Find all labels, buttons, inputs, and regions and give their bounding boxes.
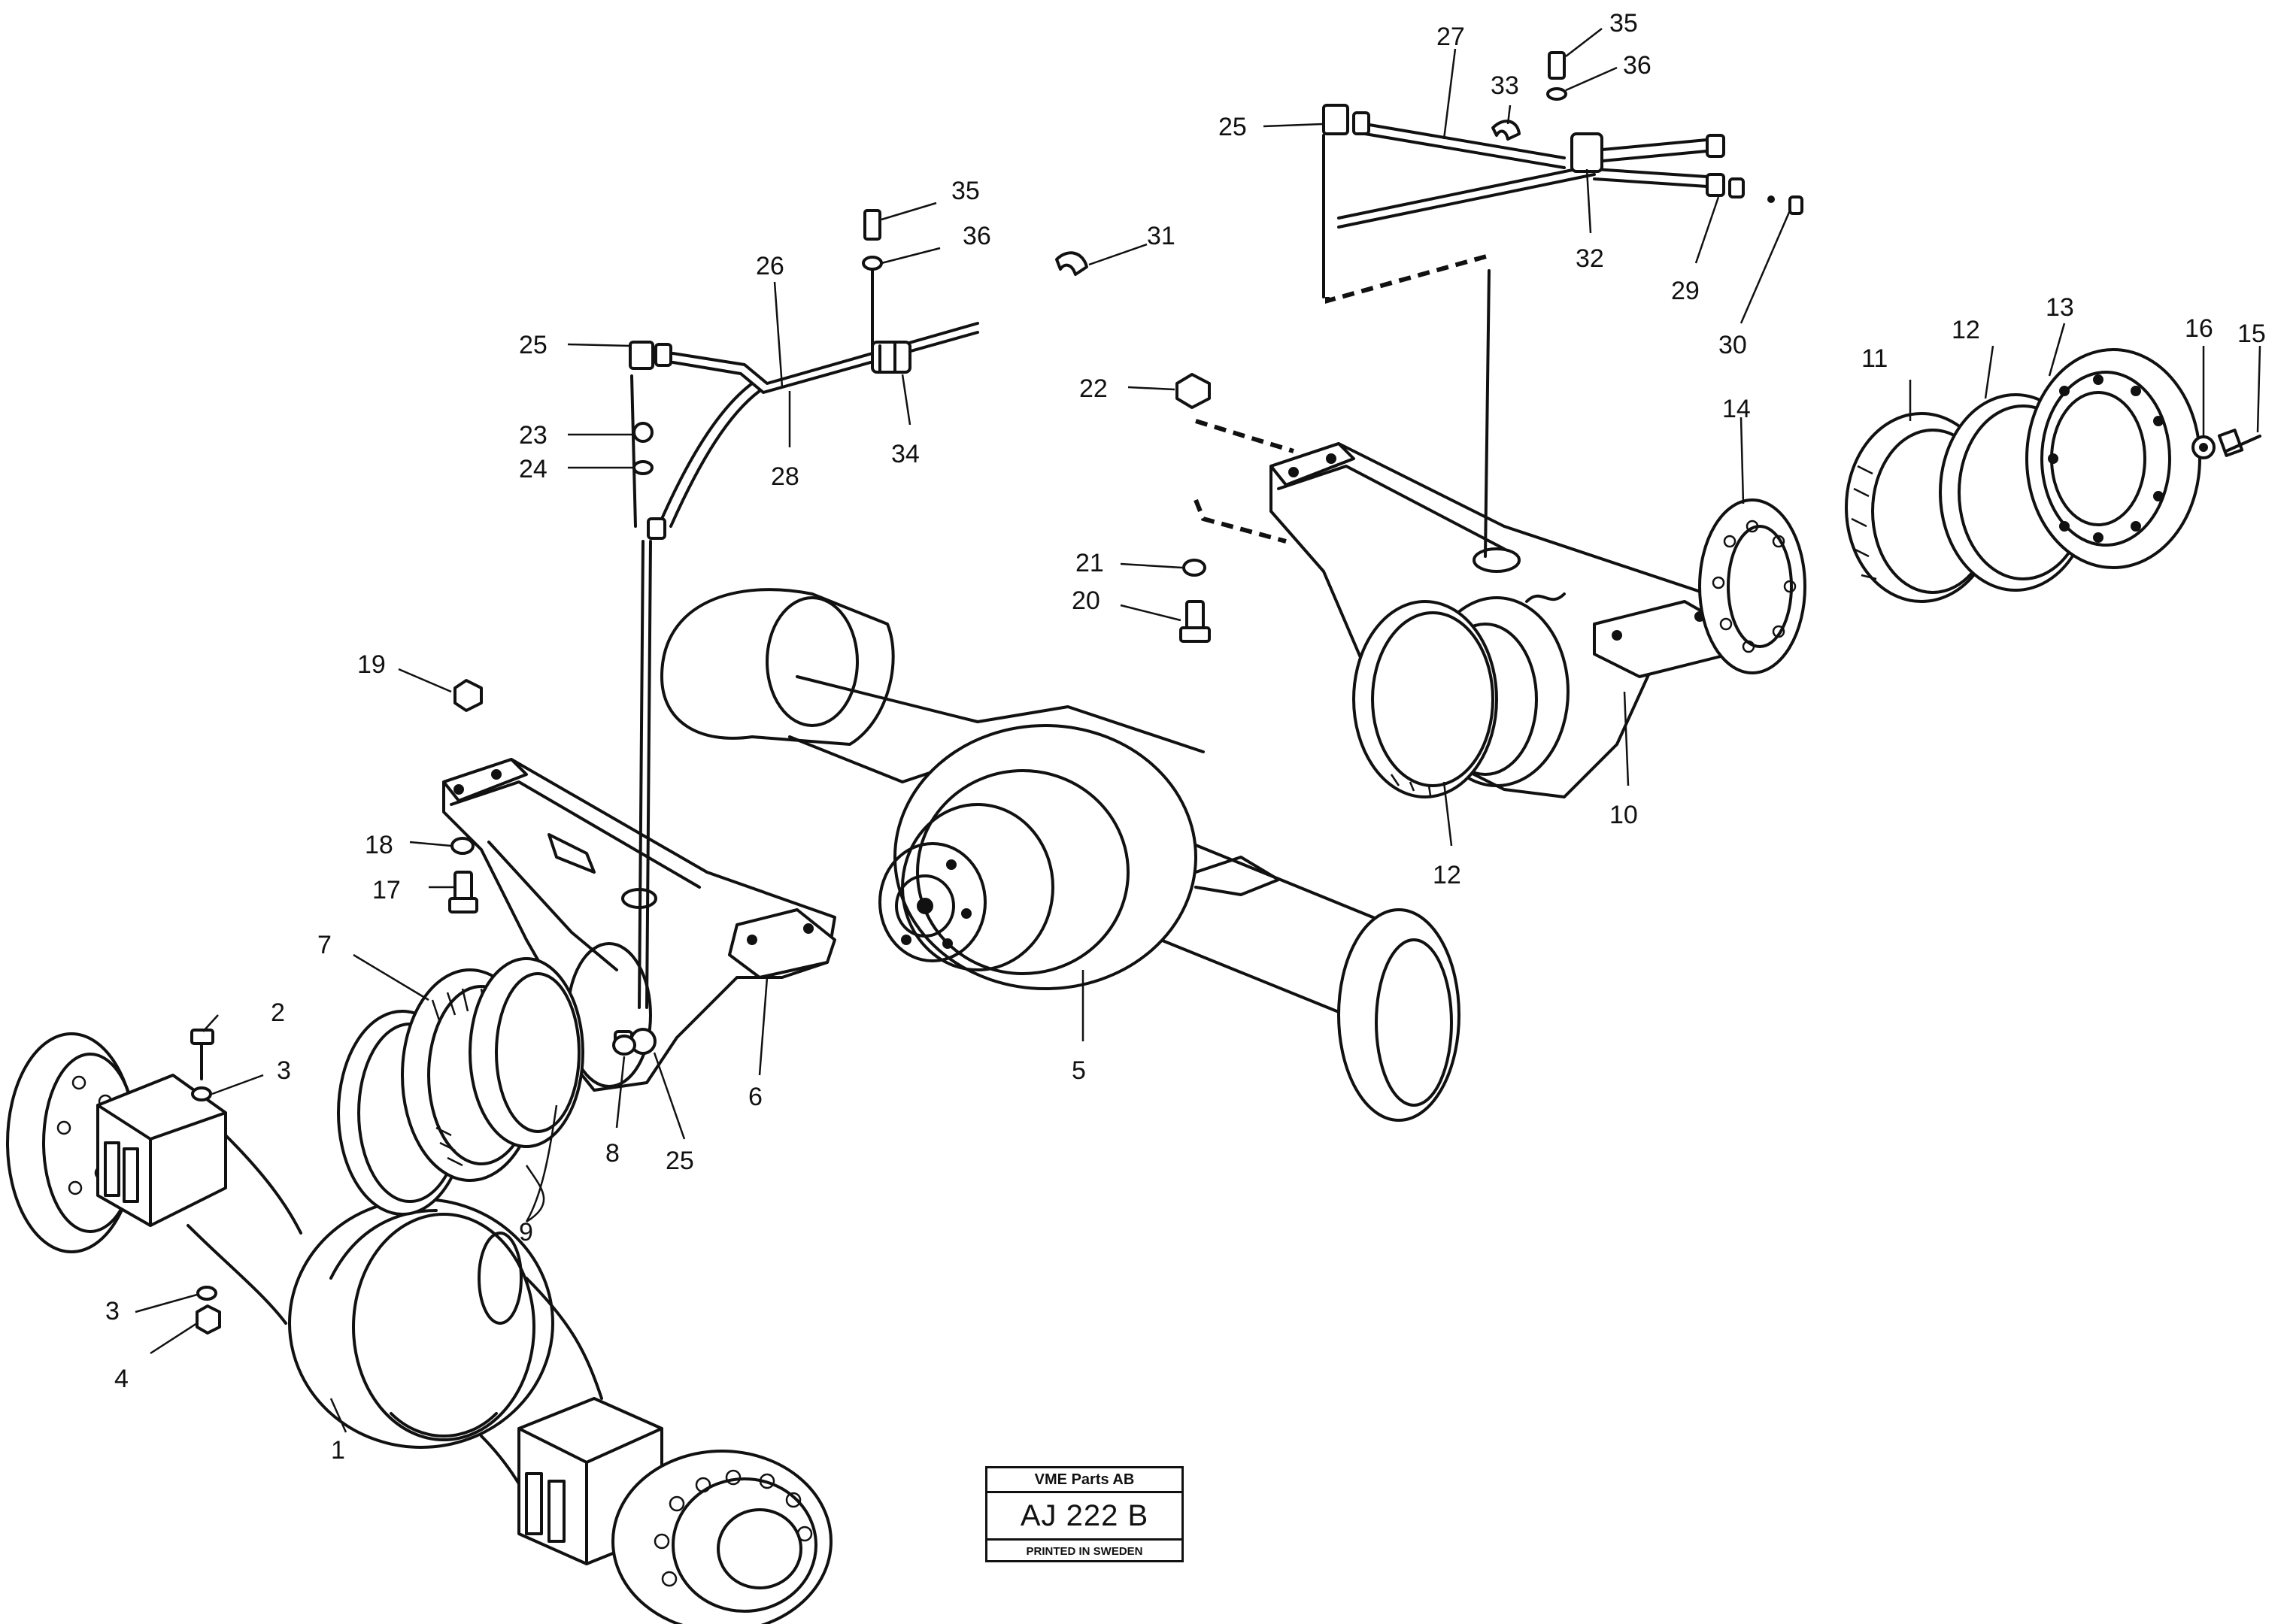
callout-1: 1 xyxy=(331,1436,345,1465)
leader-lines xyxy=(135,28,2261,1433)
axle-housing-rear xyxy=(660,588,1460,1122)
callout-19: 19 xyxy=(357,650,386,679)
callout-29: 29 xyxy=(1671,277,1700,305)
callout-33: 33 xyxy=(1491,71,1519,100)
callout-7: 7 xyxy=(317,931,332,959)
callout-12a: 12 xyxy=(1952,316,1980,344)
callout-30: 30 xyxy=(1718,331,1747,359)
callout-2: 2 xyxy=(271,998,285,1027)
callout-31: 31 xyxy=(1147,222,1175,250)
callout-22: 22 xyxy=(1079,374,1108,403)
callout-17: 17 xyxy=(372,876,401,904)
callout-25c: 25 xyxy=(666,1147,694,1175)
fasteners-front xyxy=(190,679,636,1335)
callout-10: 10 xyxy=(1609,801,1638,829)
callout-35a: 35 xyxy=(951,177,980,205)
callout-5: 5 xyxy=(1072,1056,1086,1085)
callout-4: 4 xyxy=(114,1365,129,1393)
callout-26: 26 xyxy=(756,252,784,280)
callout-35b: 35 xyxy=(1609,9,1638,38)
callout-36b: 36 xyxy=(1623,51,1652,80)
drawing-number: AJ 222 B xyxy=(987,1493,1181,1541)
callout-3a: 3 xyxy=(277,1056,291,1085)
callout-27: 27 xyxy=(1436,23,1465,51)
print-note: PRINTED IN SWEDEN xyxy=(1026,1545,1143,1558)
callout-labels: 1 2 3 3 4 5 6 7 8 9 10 11 12 12 13 14 15… xyxy=(105,9,2266,1465)
callout-14: 14 xyxy=(1722,395,1751,423)
lube-lines-rear xyxy=(1175,51,1803,643)
callout-20: 20 xyxy=(1072,586,1100,615)
callout-32: 32 xyxy=(1576,244,1604,273)
callout-13: 13 xyxy=(2046,293,2074,322)
callout-16: 16 xyxy=(2185,314,2213,343)
callout-3b: 3 xyxy=(105,1297,120,1326)
callout-9: 9 xyxy=(519,1218,533,1247)
seal-rings-front xyxy=(337,957,584,1216)
callout-24: 24 xyxy=(519,455,547,483)
callout-11: 11 xyxy=(1861,344,1888,373)
drawing-stamp: VME Parts AB AJ 222 B PRINTED IN SWEDEN xyxy=(985,1466,1184,1562)
axle-housing-front xyxy=(6,1032,833,1624)
callout-12b: 12 xyxy=(1433,861,1461,889)
callout-21: 21 xyxy=(1075,549,1104,577)
hub-components-rear xyxy=(1698,348,2261,674)
callout-25b: 25 xyxy=(1218,113,1247,141)
callout-8: 8 xyxy=(605,1139,620,1168)
company-name: VME Parts AB xyxy=(987,1468,1181,1493)
callout-34: 34 xyxy=(891,440,920,468)
callout-18: 18 xyxy=(365,831,393,859)
callout-6: 6 xyxy=(748,1083,763,1111)
callout-28: 28 xyxy=(771,462,799,491)
callout-36a: 36 xyxy=(963,222,991,250)
callout-25a: 25 xyxy=(519,331,547,359)
callout-23: 23 xyxy=(519,421,547,450)
lube-lines-front xyxy=(614,209,1088,1055)
spring-bracket-rear xyxy=(1269,442,1739,798)
alignment-lines xyxy=(1194,253,1490,544)
callout-15: 15 xyxy=(2237,320,2266,348)
